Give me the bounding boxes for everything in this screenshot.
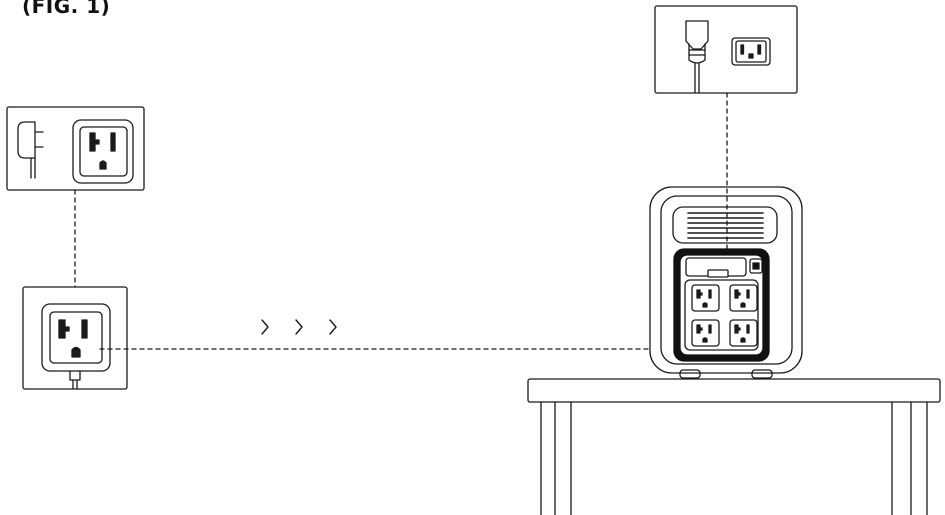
wall-outlet-icon [72, 119, 134, 184]
chevron-right-icon [329, 319, 337, 335]
wall-adapter-plug-icon [17, 121, 44, 179]
adapter-and-outlet-panel [6, 106, 145, 191]
iec-connector-panel [654, 5, 798, 94]
figure-label: (FIG. 1) [22, 0, 111, 18]
iec-c14-inlet-icon [731, 37, 771, 66]
device-outlet-bottom-left [691, 319, 720, 347]
device-outlet-top-left [691, 284, 720, 312]
iec-c13-connector-icon [685, 20, 709, 94]
device-outlet-top-right [729, 284, 758, 312]
chevron-right-icon [261, 319, 269, 335]
portable-power-station-icon [649, 186, 803, 379]
device-outlet-bottom-right [729, 319, 758, 347]
table-icon [527, 378, 941, 515]
outlet-with-cord-panel [22, 286, 128, 390]
chevron-right-icon [295, 319, 303, 335]
direction-chevrons [261, 319, 337, 335]
